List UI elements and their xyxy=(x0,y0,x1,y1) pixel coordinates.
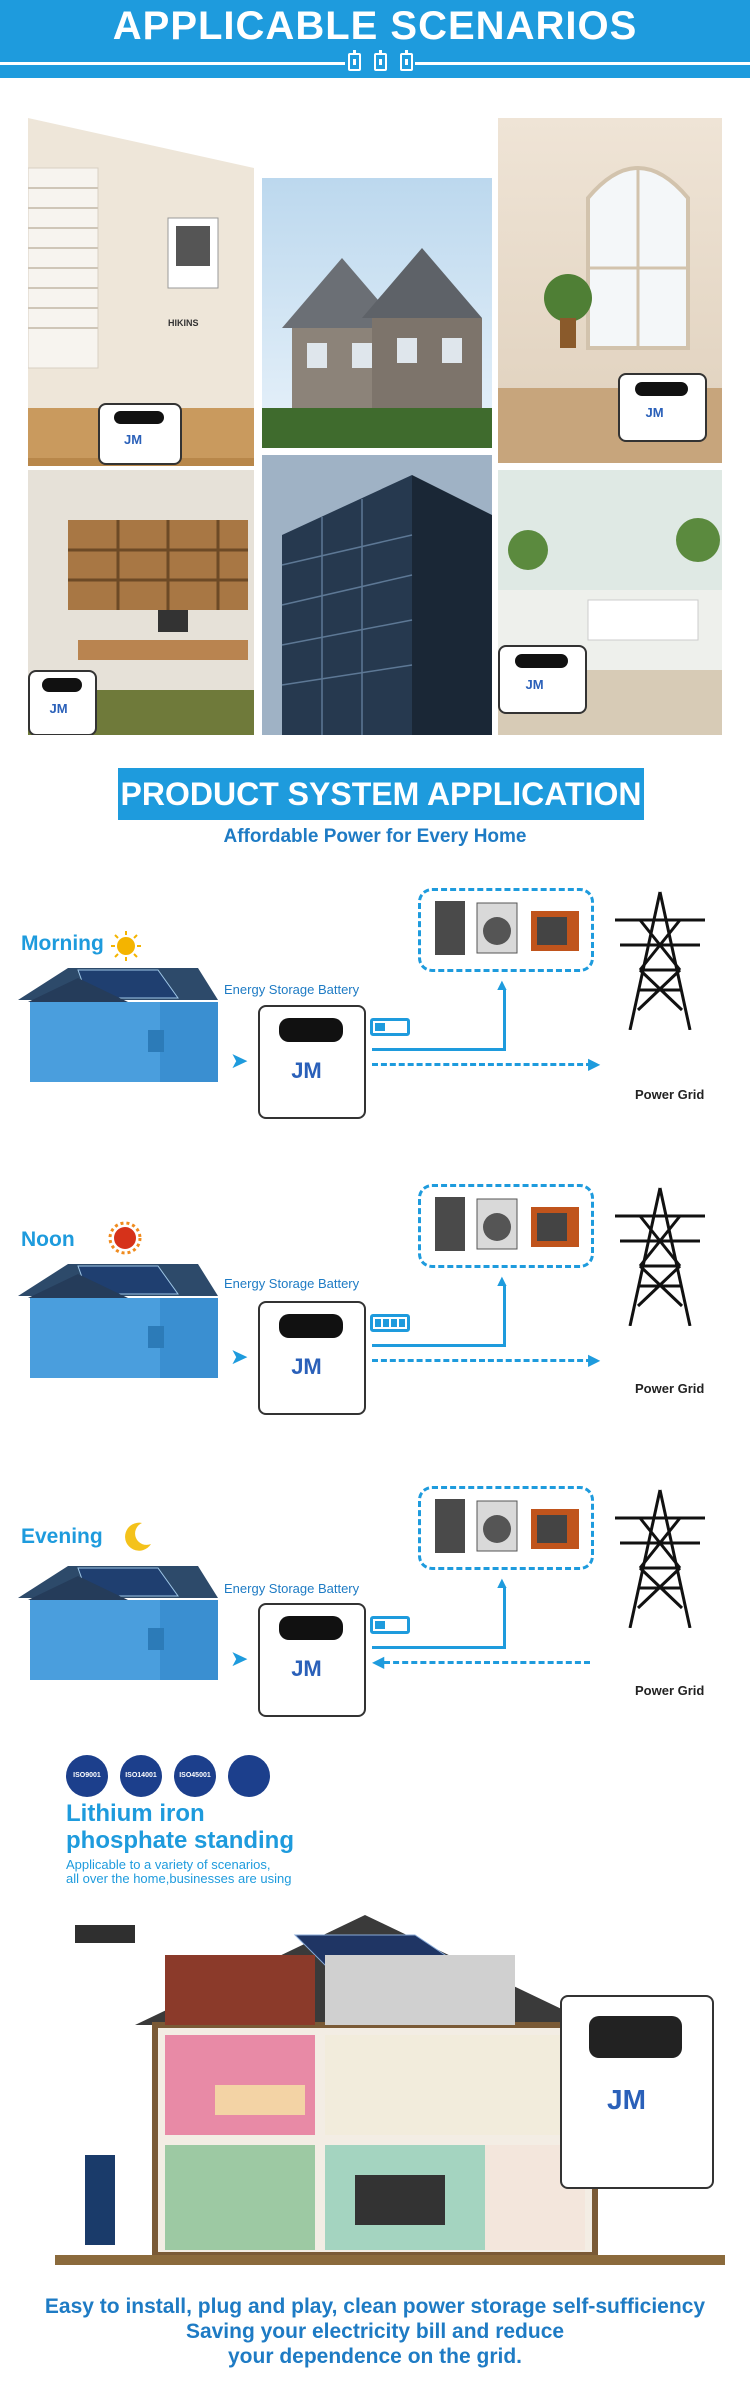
system-row-noon: Noon Energy Storage Battery JM ➤ ▲ ▶ xyxy=(0,1176,750,1436)
arrow-right-icon: ➤ xyxy=(230,1646,249,1671)
grid-label: Power Grid xyxy=(635,1683,705,1698)
footer-line-2: Saving your electricity bill and reduce xyxy=(185,2320,565,2343)
header-divider-right xyxy=(415,62,750,65)
section-subtitle: Affordable Power for Every Home xyxy=(223,826,527,847)
arrow-right-icon: ➤ xyxy=(230,1048,249,1073)
battery-level-icon xyxy=(370,1314,410,1332)
appliance-group xyxy=(418,1486,594,1570)
battery-icon xyxy=(374,50,387,71)
appliance-group xyxy=(418,888,594,972)
lfp-subtitle: Applicable to a variety of scenarios, al… xyxy=(66,1857,292,1886)
lfp-title: Lithium iron phosphate standing xyxy=(66,1800,294,1854)
house-cutaway-illustration: JM xyxy=(55,1895,725,2295)
arrow-up-icon: ▲ xyxy=(494,1575,510,1592)
scene-office-building xyxy=(262,455,492,735)
arrow-right-icon: ➤ xyxy=(230,1344,249,1369)
scene-house-exterior xyxy=(262,178,492,448)
system-row-morning: Morning Energy Storage Battery JM ➤ ▲ ▶ xyxy=(0,880,750,1140)
storage-battery-image: JM xyxy=(258,1301,366,1415)
period-label: Morning xyxy=(21,932,104,955)
arrow-up-icon: ▲ xyxy=(494,977,510,994)
section-title-banner: PRODUCT SYSTEM APPLICATION xyxy=(118,768,644,820)
battery-unit-image: JM xyxy=(28,670,97,735)
arrow-right-icon: ▶ xyxy=(588,1056,601,1073)
sun-red-icon xyxy=(108,1221,142,1260)
battery-unit-image: JM xyxy=(498,645,587,714)
battery-icon xyxy=(348,50,361,71)
footer-line-3: your dependence on the grid. xyxy=(227,2345,523,2368)
cert-badge: ISO9001 xyxy=(66,1755,108,1797)
period-label: Noon xyxy=(21,1228,75,1251)
storage-battery-image: JM xyxy=(258,1603,366,1717)
scene-modern-living: JM xyxy=(498,470,722,735)
footer-line-1: Easy to install, plug and play, clean po… xyxy=(44,2295,706,2318)
moon-icon xyxy=(120,1520,154,1559)
battery-icon xyxy=(400,50,413,71)
scene-living-room: JM xyxy=(498,118,722,463)
battery-level-icon xyxy=(370,1018,410,1036)
appliance-group xyxy=(418,1184,594,1268)
battery-label: Energy Storage Battery xyxy=(224,1581,360,1596)
house-with-solar-icon xyxy=(18,1246,220,1391)
cert-badge: ISO14001 xyxy=(120,1755,162,1797)
battery-unit-image: JM xyxy=(618,373,707,442)
arrow-right-icon: ▶ xyxy=(588,1352,601,1369)
battery-label: Energy Storage Battery xyxy=(224,1276,360,1291)
arrow-up-icon: ▲ xyxy=(494,1273,510,1290)
power-tower-icon xyxy=(610,890,710,1035)
house-with-solar-icon xyxy=(18,950,220,1095)
battery-label: Energy Storage Battery xyxy=(224,982,360,997)
page-title: APPLICABLE SCENARIOS xyxy=(112,4,638,48)
storage-battery-image: JM xyxy=(560,1995,714,2189)
period-label: Evening xyxy=(21,1525,103,1548)
storage-battery-image: JM xyxy=(258,1005,366,1119)
cert-badge: ISO45001 xyxy=(174,1755,216,1797)
battery-unit-image: JM xyxy=(98,403,182,465)
grid-label: Power Grid xyxy=(635,1087,705,1102)
section-title: PRODUCT SYSTEM APPLICATION xyxy=(120,776,642,812)
power-tower-icon xyxy=(610,1186,710,1331)
arrow-left-icon: ◀ xyxy=(372,1654,385,1671)
power-tower-icon xyxy=(610,1488,710,1633)
sun-icon xyxy=(110,930,142,967)
battery-level-icon xyxy=(370,1616,410,1634)
house-with-solar-icon xyxy=(18,1548,220,1693)
scene-home-room: HIKINS JM xyxy=(28,118,254,466)
poster-text: HIKINS xyxy=(168,318,199,328)
scene-office: JM xyxy=(28,470,254,735)
brand-badge xyxy=(228,1755,270,1797)
header-divider-left xyxy=(0,62,345,65)
system-row-evening: Evening Energy Storage Battery JM ➤ ▲ ◀ xyxy=(0,1478,750,1738)
grid-label: Power Grid xyxy=(635,1381,705,1396)
